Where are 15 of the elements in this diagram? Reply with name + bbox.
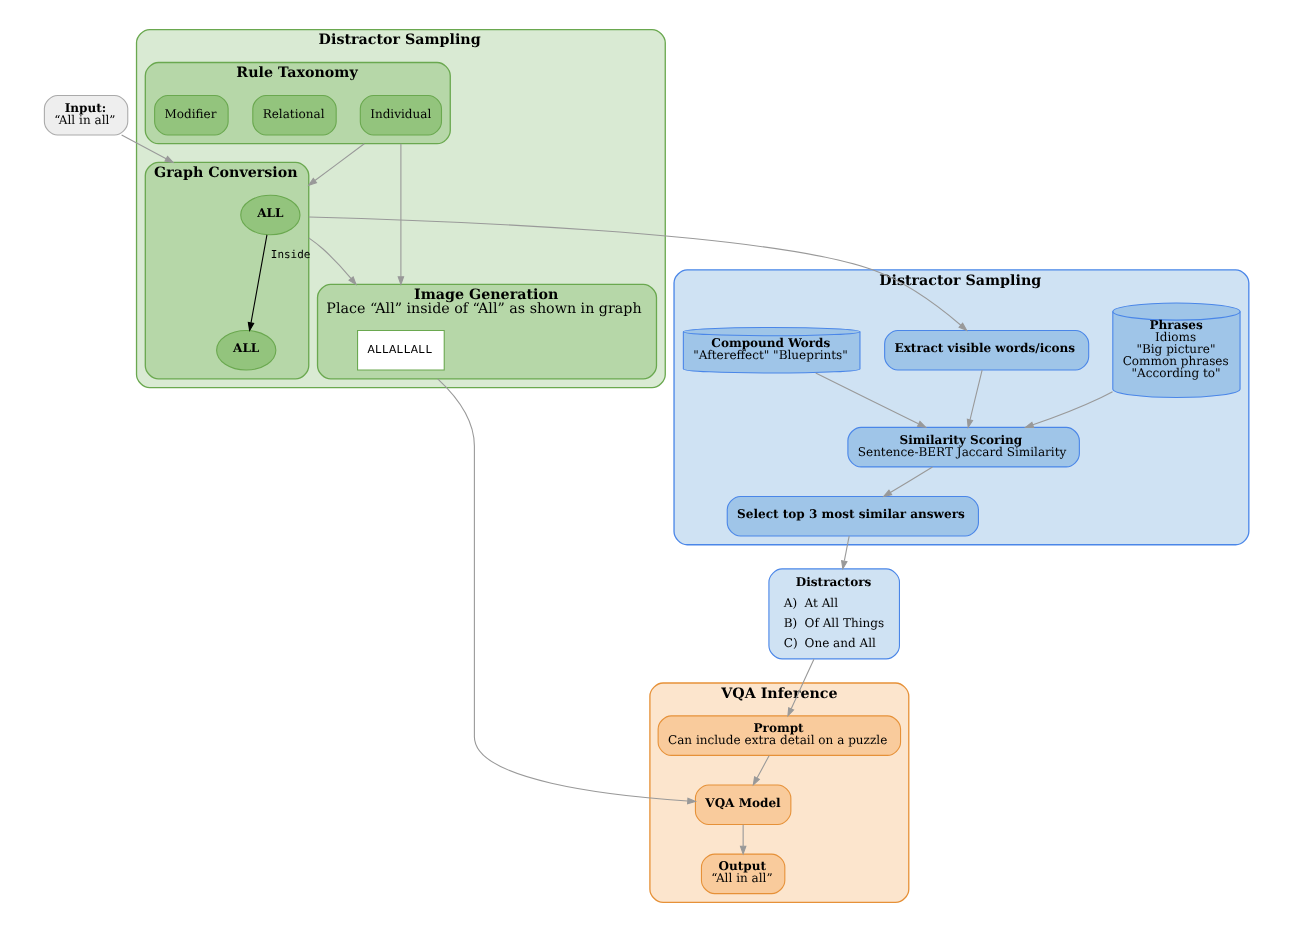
arrow	[787, 658, 815, 718]
arrow	[121, 134, 175, 164]
arrow	[397, 143, 405, 287]
arrow	[752, 755, 770, 787]
arrow	[1023, 391, 1114, 428]
arrow	[882, 466, 934, 498]
arrow	[841, 535, 850, 571]
arrow	[437, 378, 698, 805]
arrow	[308, 216, 968, 332]
arrow	[966, 369, 983, 429]
arrow	[307, 143, 365, 187]
arrow	[308, 237, 358, 286]
arrow	[247, 234, 268, 333]
arrow	[739, 824, 747, 856]
arrow	[815, 372, 928, 429]
